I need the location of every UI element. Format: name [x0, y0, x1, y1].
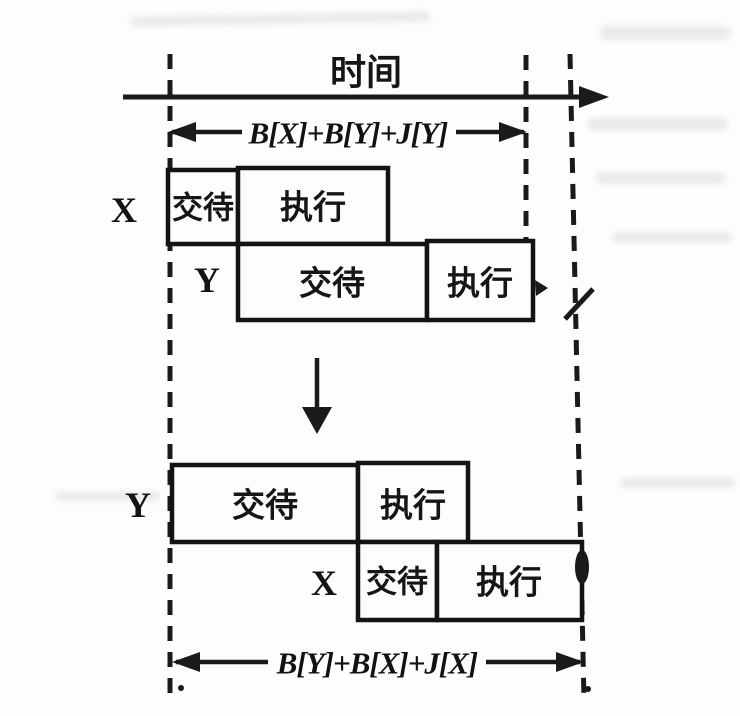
x-handover-text-bottom: 交待	[366, 565, 428, 600]
y-handover-box-top	[235, 241, 430, 323]
measure-bottom-arrowhead-right-icon	[556, 652, 584, 672]
measure-top-label: B[X]+B[Y]+J[Y]	[248, 116, 448, 151]
measure-bottom: B[Y]+B[X]+J[X]	[172, 646, 584, 681]
x-handover-box-top	[165, 167, 241, 247]
y-handover-box-bottom	[169, 462, 361, 545]
task-y-label-bottom: Y	[125, 485, 151, 525]
x-execute-text-bottom: 执行	[476, 564, 542, 601]
y-execute-text-top: 执行	[447, 265, 513, 302]
x-execute-text-top: 执行	[280, 189, 346, 226]
measure-top: B[X]+B[Y]+J[Y]	[168, 116, 527, 151]
y-execute-box-top	[424, 238, 536, 323]
scan-dot	[178, 685, 184, 691]
y-execute-text-bottom: 执行	[380, 487, 446, 524]
measure-bottom-label: B[Y]+B[X]+J[X]	[276, 646, 478, 681]
measure-top-arrowhead-left-icon	[168, 122, 196, 142]
deadline-slash-icon	[563, 287, 595, 321]
x-execute-box-top	[235, 165, 391, 247]
time-axis-arrowhead-icon	[579, 86, 609, 108]
scan-dot	[585, 686, 591, 692]
x-handover-box-bottom	[355, 539, 440, 623]
dashed-line-right	[567, 53, 587, 701]
time-axis-label: 时间	[330, 52, 402, 93]
measure-bottom-arrowhead-left-icon	[172, 652, 200, 672]
task-y-label-top: Y	[194, 260, 220, 300]
measure-top-arrowhead-right-icon	[499, 122, 527, 142]
deadline-tick-icon	[535, 280, 548, 296]
scan-ink-blob	[575, 550, 589, 584]
task-x-label-top: X	[111, 190, 137, 230]
transform-arrowhead-icon	[302, 407, 332, 434]
x-handover-text-top: 交待	[172, 191, 234, 226]
y-handover-text-top: 交待	[299, 265, 365, 302]
task-x-label-bottom: X	[311, 563, 337, 603]
y-handover-text-bottom: 交待	[232, 487, 298, 524]
